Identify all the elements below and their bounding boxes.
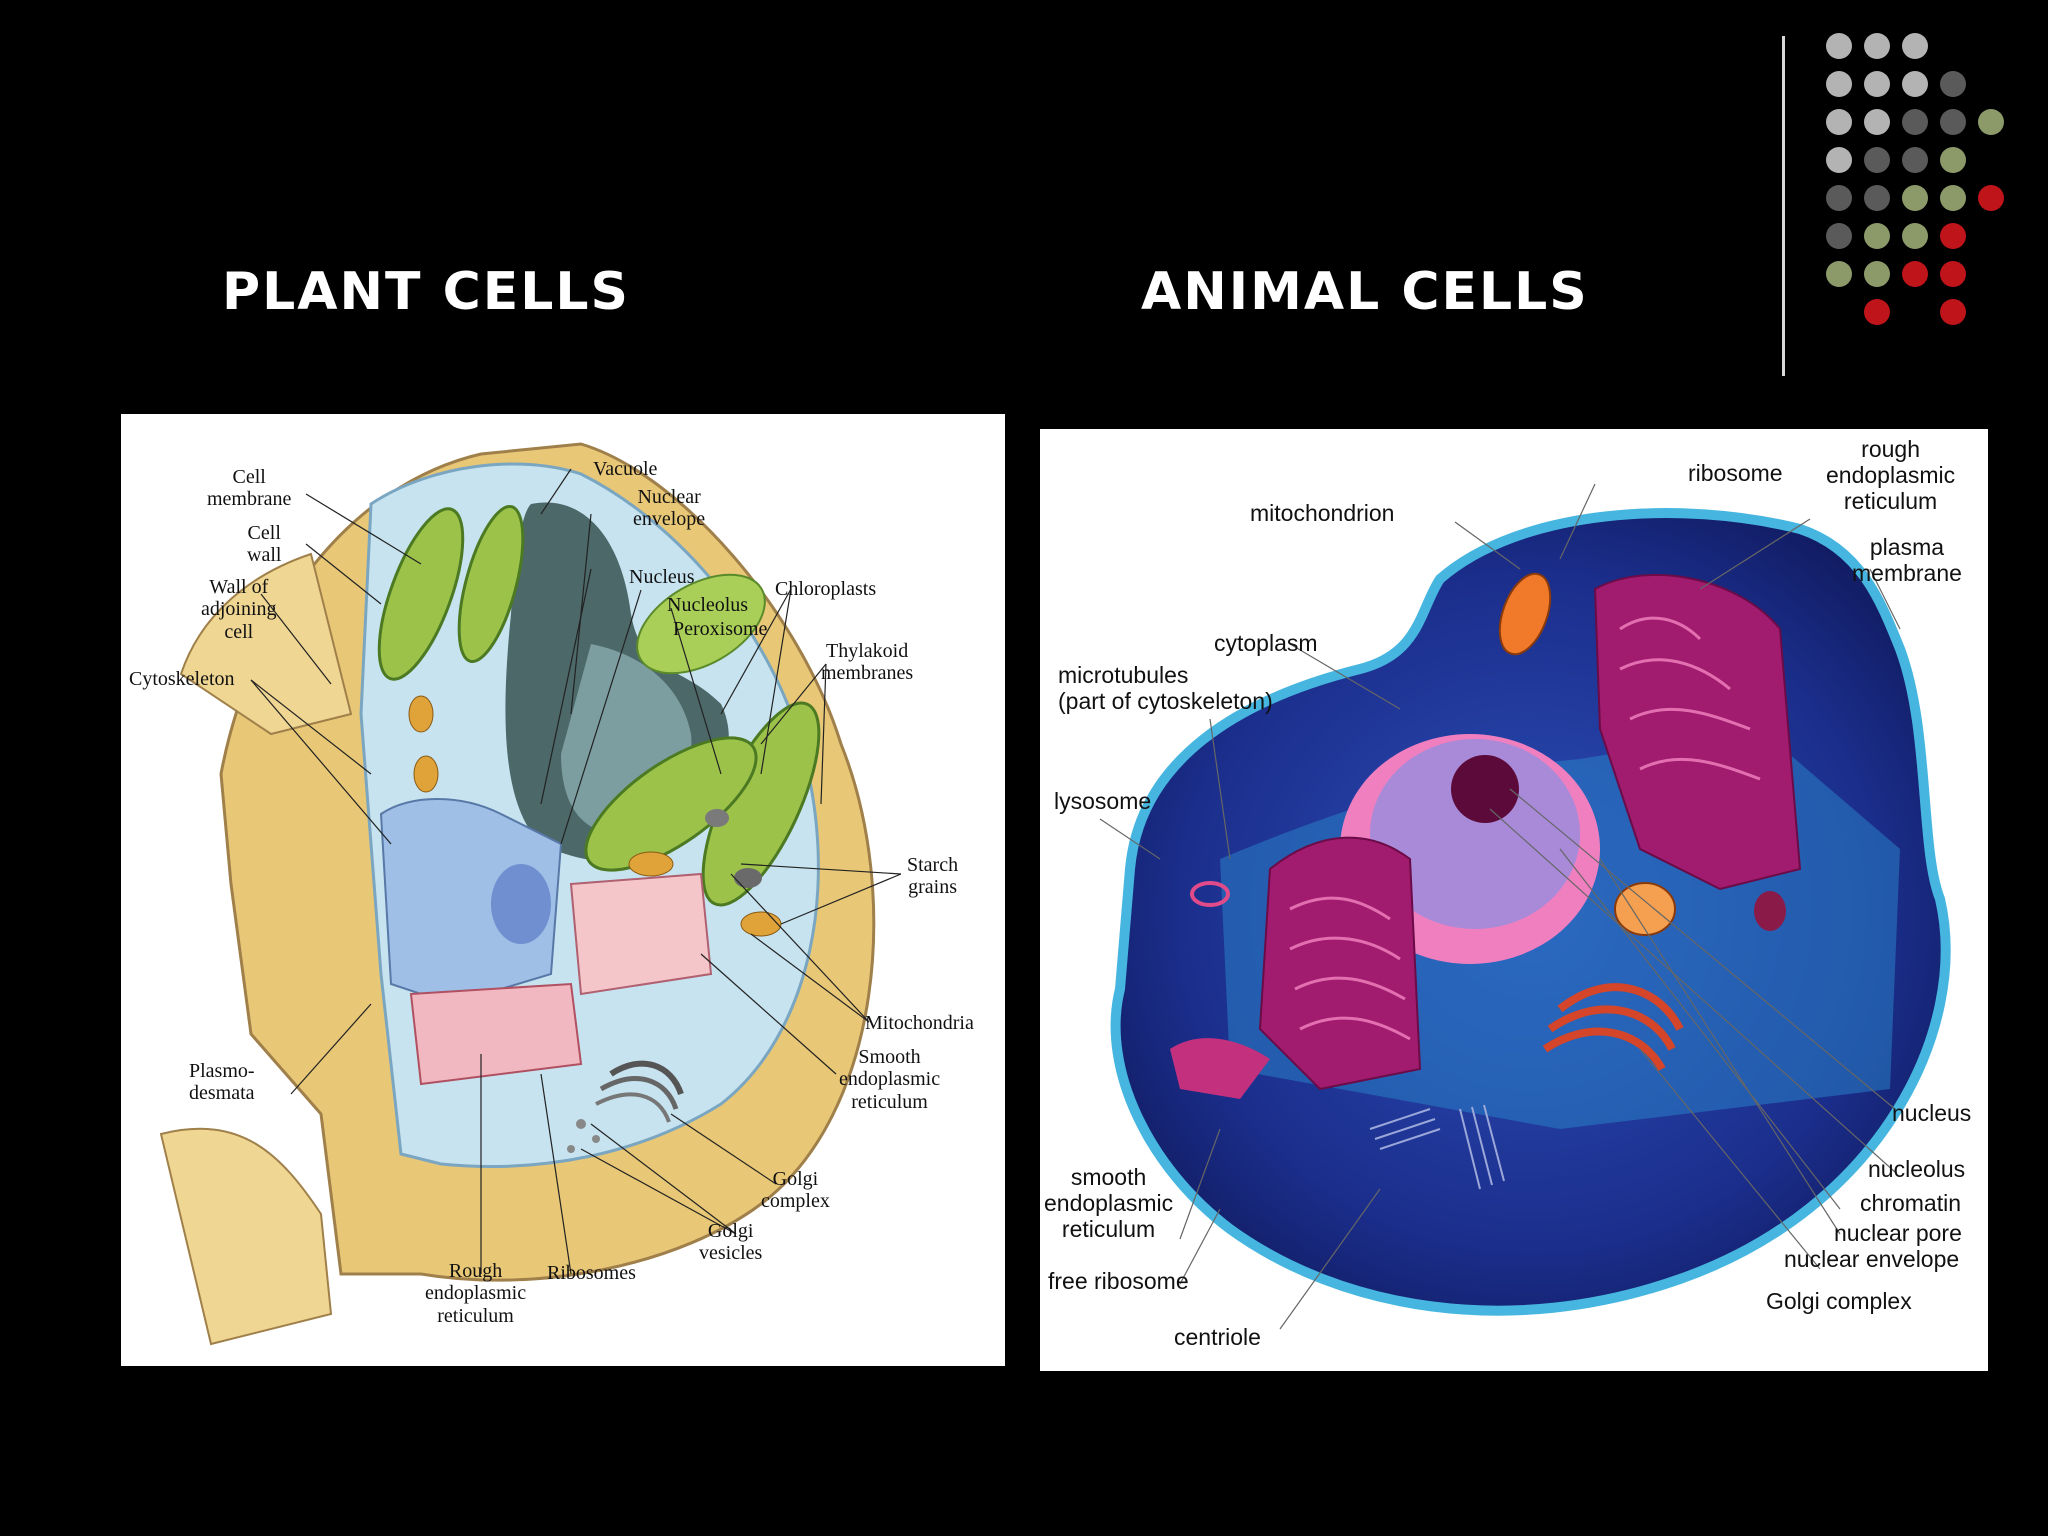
plant-cell-illustration bbox=[159, 442, 902, 1346]
decorative-dot bbox=[1902, 147, 1928, 173]
decorative-dot bbox=[1902, 109, 1928, 135]
decorative-dot bbox=[1940, 185, 1966, 211]
decorative-dot bbox=[1864, 185, 1890, 211]
plant-label-nucleolus: Nucleolus bbox=[667, 594, 749, 616]
plant-label-peroxisome: Peroxisome bbox=[673, 618, 768, 640]
plant-label-nuclear-envelope: Nuclear envelope bbox=[633, 486, 706, 531]
animal-label-chromatin: chromatin bbox=[1860, 1190, 1961, 1216]
animal-label-centriole: centriole bbox=[1174, 1324, 1261, 1350]
animal-label-ribosome: ribosome bbox=[1688, 460, 1783, 486]
animal-label-plasma-membrane: plasma membrane bbox=[1852, 534, 1962, 586]
plant-label-chloroplasts: Chloroplasts bbox=[775, 578, 877, 600]
decorative-dot bbox=[1940, 261, 1966, 287]
plant-label-cell-wall: Cell wall bbox=[247, 522, 282, 567]
plant-label-plasmodesmata: Plasmo- desmata bbox=[189, 1060, 255, 1105]
animal-label-rough-er: rough endoplasmic reticulum bbox=[1826, 436, 1956, 514]
animal-label-microtubules: microtubules (part of cytoskeleton) bbox=[1058, 662, 1273, 714]
plant-label-mitochondria: Mitochondria bbox=[865, 1012, 974, 1034]
decorative-dot bbox=[1864, 299, 1890, 325]
decorative-dot bbox=[1826, 147, 1852, 173]
decorative-dot bbox=[1864, 71, 1890, 97]
decorative-dot-grid bbox=[1826, 33, 2004, 325]
plant-label-cell-membrane: Cell membrane bbox=[207, 466, 292, 511]
animal-label-smooth-er: smooth endoplasmic reticulum bbox=[1044, 1164, 1174, 1242]
decorative-dot bbox=[1864, 223, 1890, 249]
decorative-dot bbox=[1902, 261, 1928, 287]
decorative-dot bbox=[1978, 109, 2004, 135]
decorative-dot bbox=[1902, 185, 1928, 211]
decorative-dot bbox=[1940, 71, 1966, 97]
plant-label-starch-grains: Starch grains bbox=[907, 854, 959, 899]
decorative-dot bbox=[1940, 299, 1966, 325]
plant-label-wall-adjoining-cell: Wall of adjoining cell bbox=[201, 576, 277, 643]
animal-label-mitochondrion: mitochondrion bbox=[1250, 500, 1395, 526]
plant-cell-diagram: Cell membrane Cell wall Wall of adjoinin… bbox=[121, 414, 1005, 1366]
decorative-dot bbox=[1826, 33, 1852, 59]
animal-label-nuclear-envelope: nuclear envelope bbox=[1784, 1246, 1960, 1272]
decorative-dot bbox=[1826, 261, 1852, 287]
decorative-dot bbox=[1864, 147, 1890, 173]
decorative-dot bbox=[1864, 261, 1890, 287]
animal-label-golgi-complex: Golgi complex bbox=[1766, 1288, 1912, 1314]
plant-label-golgi-vesicles: Golgi vesicles bbox=[699, 1220, 763, 1265]
plant-label-golgi-complex: Golgi complex bbox=[761, 1168, 830, 1213]
plant-label-rough-er: Rough endoplasmic reticulum bbox=[425, 1260, 527, 1327]
decorative-dot bbox=[1902, 33, 1928, 59]
decorative-dot bbox=[1826, 109, 1852, 135]
animal-label-lysosome: lysosome bbox=[1054, 788, 1152, 814]
decorative-dot bbox=[1902, 223, 1928, 249]
plant-label-nucleus: Nucleus bbox=[629, 566, 695, 588]
animal-cells-heading: ANIMAL CELLS bbox=[1141, 262, 1589, 322]
decorative-dot bbox=[1864, 33, 1890, 59]
decorative-dot bbox=[1826, 185, 1852, 211]
decorative-dot bbox=[1902, 71, 1928, 97]
decorative-dot bbox=[1826, 71, 1852, 97]
decorative-dot bbox=[1940, 223, 1966, 249]
animal-cell-illustration bbox=[1099, 483, 1951, 1330]
decorative-dot bbox=[1864, 109, 1890, 135]
divider-line bbox=[1782, 36, 1785, 376]
plant-label-ribosomes: Ribosomes bbox=[547, 1262, 636, 1284]
plant-label-vacuole: Vacuole bbox=[593, 458, 658, 480]
decorative-dot bbox=[1826, 223, 1852, 249]
plant-label-thylakoid-membranes: Thylakoid membranes bbox=[821, 640, 914, 685]
animal-label-free-ribosome: free ribosome bbox=[1048, 1268, 1189, 1294]
animal-label-nuclear-pore: nuclear pore bbox=[1834, 1220, 1962, 1246]
animal-label-cytoplasm: cytoplasm bbox=[1214, 630, 1318, 656]
animal-label-nucleus: nucleus bbox=[1892, 1100, 1972, 1126]
animal-cell-diagram: ribosome rough endoplasmic reticulum mit… bbox=[1040, 429, 1988, 1371]
decorative-dot bbox=[1940, 109, 1966, 135]
decorative-dot bbox=[1940, 147, 1966, 173]
decorative-dot bbox=[1978, 185, 2004, 211]
plant-label-cytoskeleton: Cytoskeleton bbox=[129, 668, 235, 690]
plant-label-smooth-er: Smooth endoplasmic reticulum bbox=[839, 1046, 941, 1113]
animal-label-nucleolus: nucleolus bbox=[1868, 1156, 1966, 1182]
plant-cells-heading: PLANT CELLS bbox=[222, 262, 630, 322]
